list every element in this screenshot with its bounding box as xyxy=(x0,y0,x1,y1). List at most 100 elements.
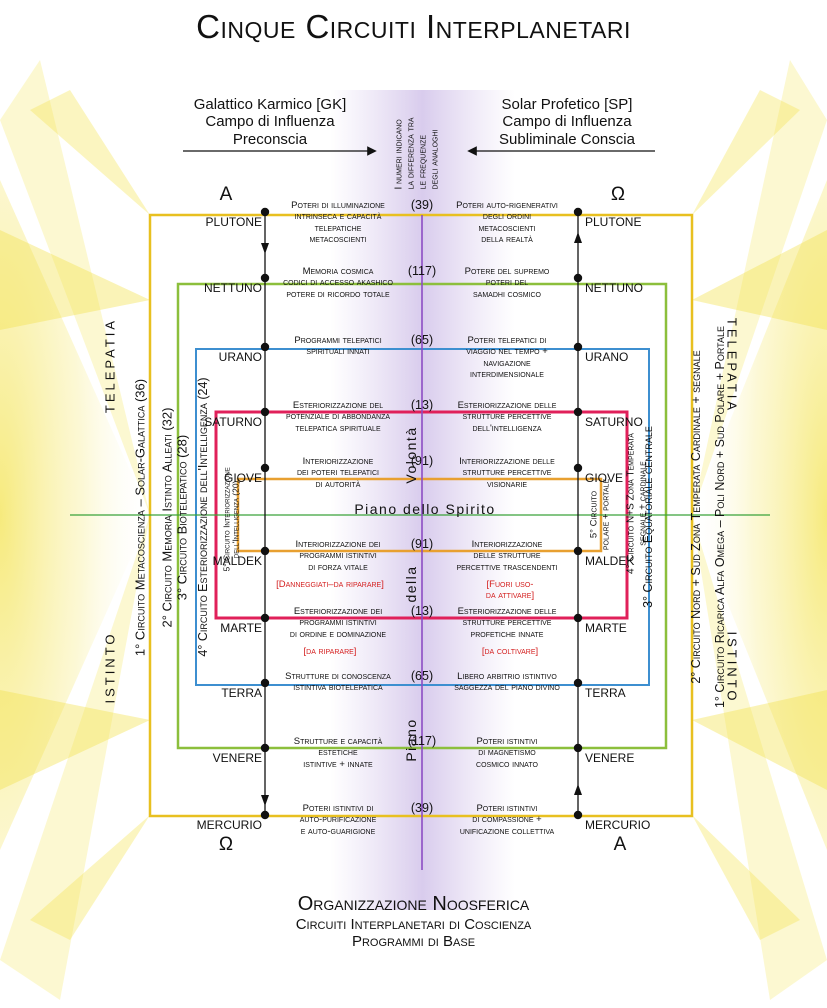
frequency-number: (65) xyxy=(410,669,434,683)
planet-right-label: MARTE xyxy=(585,621,627,635)
right-header-line: Campo di Influenza xyxy=(502,113,632,131)
circuit-3-left-label: 3° Circuito Biotelepatico (28) xyxy=(174,434,190,601)
center-note-1: I numeri indicano xyxy=(393,119,405,190)
planet-left-label: NETTUNO xyxy=(204,281,262,295)
piano-volonta-word-2: della xyxy=(403,565,419,603)
planet-right-label: NETTUNO xyxy=(585,281,643,295)
left-planet-dot xyxy=(260,678,270,688)
planet-right-label: PLUTONE xyxy=(585,215,642,229)
left-program-line: istintiva biotelepatica xyxy=(293,682,383,694)
left-program-line: codici di accesso akashico xyxy=(283,277,393,289)
circuit-4-right-sublabel: segnale + cardinale xyxy=(637,461,649,546)
maldek-left-note: [Danneggiati–da riparare] xyxy=(276,579,384,590)
planet-left-label: GIOVE xyxy=(223,471,262,485)
right-program-line: Poteri istintivi xyxy=(476,736,538,747)
piano-volonta-word-3: Volontà xyxy=(403,426,419,484)
right-program-line: visionarie xyxy=(486,478,528,490)
right-planet-dot xyxy=(573,273,583,283)
left-program-line: Interiorizzazione xyxy=(302,456,374,467)
right-planet-dot xyxy=(573,546,583,556)
right-program-line: dell'intelligenza xyxy=(472,422,542,434)
right-program-line: di magnetismo xyxy=(478,747,536,759)
right-program-line: Interiorizzazione xyxy=(471,539,543,550)
left-program-line: dei poteri telepatici xyxy=(296,467,380,479)
right-planet-dot xyxy=(573,613,583,623)
circuit-5-right-sublabel: polare + portale xyxy=(600,478,612,551)
right-glow xyxy=(692,60,827,1000)
footer: Organizzazione Noosferica Circuiti Inter… xyxy=(0,893,827,951)
frequency-number: (91) xyxy=(410,454,434,468)
marte-right-note: [da coltivare] xyxy=(481,646,539,657)
right-program-line: strutture percettive xyxy=(462,411,552,423)
left-program-line: Programmi telepatici xyxy=(294,335,382,346)
left-program-line: potere di ricordo totale xyxy=(286,288,390,300)
planet-left-label: URANO xyxy=(218,350,262,364)
piano-volonta-word-1: Piano xyxy=(403,718,419,762)
marte-left-note: [da riparare] xyxy=(303,646,357,657)
left-program-line: Interiorizzazione dei xyxy=(295,539,381,550)
frequency-number: (117) xyxy=(407,734,437,748)
right-program-line: Potere del supremo xyxy=(464,266,550,277)
right-planet-dot xyxy=(573,810,583,820)
left-program-line: istintive + innate xyxy=(303,758,373,770)
left-program-line: Strutture e capacità xyxy=(293,736,383,747)
right-program-line: metacoscienti xyxy=(478,222,536,234)
right-program-line: Esteriorizzazione delle xyxy=(457,400,557,411)
circuit-1-left-label: 1° Circuito Metacoscienza – Solar-Galatt… xyxy=(132,378,148,657)
right-program-line: della realtà xyxy=(481,234,533,246)
right-program-line: unificazione collettiva xyxy=(459,825,555,837)
left-program-line: di ordine e dominazione xyxy=(289,628,387,640)
right-program-line: strutture percettive xyxy=(462,617,552,629)
planet-right-label: TERRA xyxy=(585,686,626,700)
planet-right-label: SATURNO xyxy=(585,415,643,429)
footer-subtitle: Circuiti Interplanetari di Coscienza xyxy=(295,916,532,933)
circuit-2-left-label: 2° Circuito Memoria Istinto Alleati (32) xyxy=(159,407,175,628)
left-program-line: potenziale di abbondanza xyxy=(285,411,391,423)
right-program-line: di compassione + xyxy=(472,814,542,826)
left-header-line: Preconscia xyxy=(232,130,308,148)
right-program-line: Esteriorizzazione delle xyxy=(457,606,557,617)
left-planet-dot xyxy=(260,743,270,753)
left-program-line: auto-purificazione xyxy=(299,814,377,826)
left-program-line: Poteri di illuminazione xyxy=(291,200,385,211)
planet-left-label: SATURNO xyxy=(204,415,262,429)
right-program-line: viaggio nel tempo + xyxy=(466,346,548,358)
frequency-number: (39) xyxy=(410,198,434,212)
frequency-number: (39) xyxy=(410,801,434,815)
frequency-number: (91) xyxy=(410,537,434,551)
telepatia-left: TELEPATIA xyxy=(102,317,118,414)
left-planet-dot xyxy=(260,463,270,473)
alpha-top-left: A xyxy=(219,184,233,205)
right-program-line: delle strutture xyxy=(473,550,541,562)
right-planet-dot xyxy=(573,743,583,753)
left-planet-dot xyxy=(260,810,270,820)
piano-spirito-label: Piano dello Spirito xyxy=(354,501,496,517)
omega-bottom-left: Ω xyxy=(218,834,234,855)
left-planet-dot xyxy=(260,273,270,283)
left-program-line: Memoria cosmica xyxy=(302,266,374,277)
planet-right-label: GIOVE xyxy=(585,471,624,485)
circuit-1-right-label: 1° Circuito Ricarica Alfa Omega – Poli N… xyxy=(713,325,727,709)
left-program-line: Strutture di conoscenza xyxy=(285,671,391,682)
right-program-line: Poteri istintivi xyxy=(476,803,538,814)
planet-right-label: VENERE xyxy=(585,751,635,765)
omega-top-right: Ω xyxy=(610,184,626,205)
center-note-3: le frequenze xyxy=(417,134,429,190)
right-program-line: saggezza del piano divino xyxy=(454,682,560,694)
right-program-line: Poteri telepatici di xyxy=(467,335,547,346)
left-header: Galattico Karmico [GK] Campo di Influenz… xyxy=(150,96,390,148)
